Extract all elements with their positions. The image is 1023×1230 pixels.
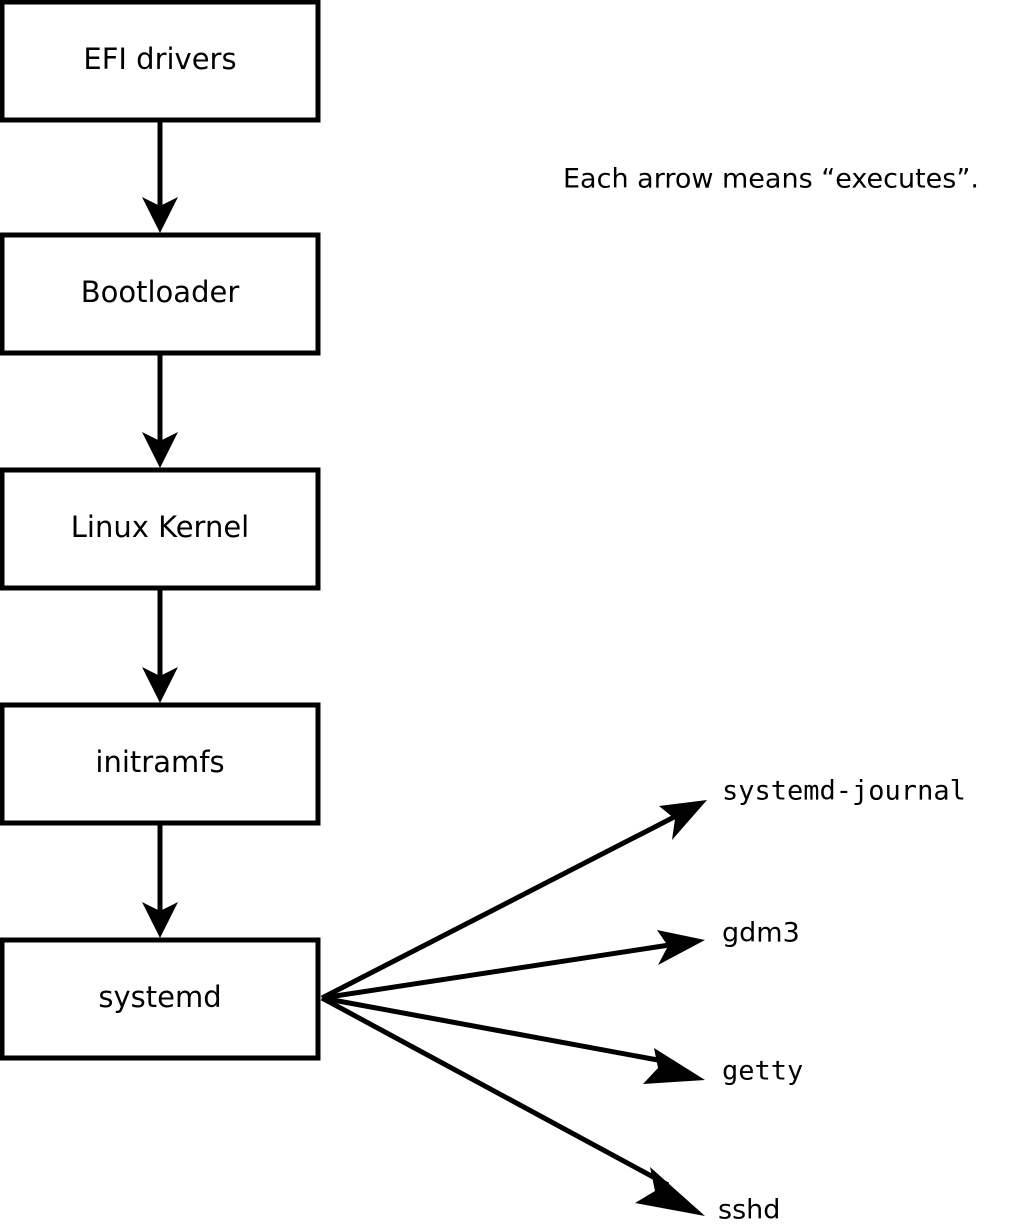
process-label-sshd: sshd bbox=[718, 1195, 780, 1226]
box-bootloader[interactable]: Bootloader bbox=[0, 232, 321, 356]
box-initramfs[interactable]: initramfs bbox=[0, 702, 321, 826]
process-label-systemd-journal: systemd-journal bbox=[722, 776, 966, 807]
arrow-systemd-to-sshd bbox=[320, 995, 705, 1216]
arrowhead-icon bbox=[643, 1048, 705, 1084]
arrow-bootloader-to-kernel bbox=[142, 353, 178, 468]
box-systemd[interactable]: systemd bbox=[0, 937, 321, 1061]
arrowhead-icon bbox=[142, 902, 178, 938]
arrowhead-icon bbox=[635, 1167, 705, 1216]
box-bootloader-label: Bootloader bbox=[81, 275, 240, 309]
box-linux-kernel-rect bbox=[0, 467, 321, 591]
arrow-initramfs-to-systemd bbox=[142, 823, 178, 938]
box-efi-drivers-label: EFI drivers bbox=[83, 42, 236, 76]
arrow-systemd-to-systemd-journal bbox=[320, 800, 707, 1001]
arrowhead-icon bbox=[657, 930, 705, 965]
arrowhead-icon bbox=[142, 667, 178, 703]
boot-chain-boxes: EFI drivers Bootloader Linux Kernel init… bbox=[0, 0, 321, 1061]
systemd-fanout-arrows bbox=[320, 800, 707, 1216]
arrow-kernel-to-initramfs bbox=[142, 588, 178, 703]
box-linux-kernel-label: Linux Kernel bbox=[71, 510, 249, 544]
box-initramfs-label: initramfs bbox=[95, 745, 224, 779]
arrowhead-icon bbox=[659, 800, 707, 840]
box-systemd-label: systemd bbox=[98, 980, 221, 1014]
chain-arrows bbox=[142, 120, 178, 938]
spawned-process-labels: systemd-journal gdm3 getty sshd bbox=[718, 776, 966, 1226]
box-efi-drivers-rect bbox=[0, 0, 321, 123]
process-label-gdm3: gdm3 bbox=[722, 918, 800, 949]
box-systemd-rect bbox=[0, 937, 321, 1061]
box-efi-drivers[interactable]: EFI drivers bbox=[0, 0, 321, 123]
arrow-systemd-to-getty bbox=[321, 995, 705, 1084]
arrow-efi-to-bootloader bbox=[142, 120, 178, 233]
arrow-systemd-to-gdm3 bbox=[321, 930, 705, 1001]
arrowhead-icon bbox=[142, 197, 178, 233]
arrowhead-icon bbox=[142, 432, 178, 468]
diagram-caption: Each arrow means “executes”. bbox=[563, 164, 979, 195]
process-label-getty: getty bbox=[722, 1056, 803, 1087]
box-linux-kernel[interactable]: Linux Kernel bbox=[0, 467, 321, 591]
box-bootloader-rect bbox=[0, 232, 321, 356]
